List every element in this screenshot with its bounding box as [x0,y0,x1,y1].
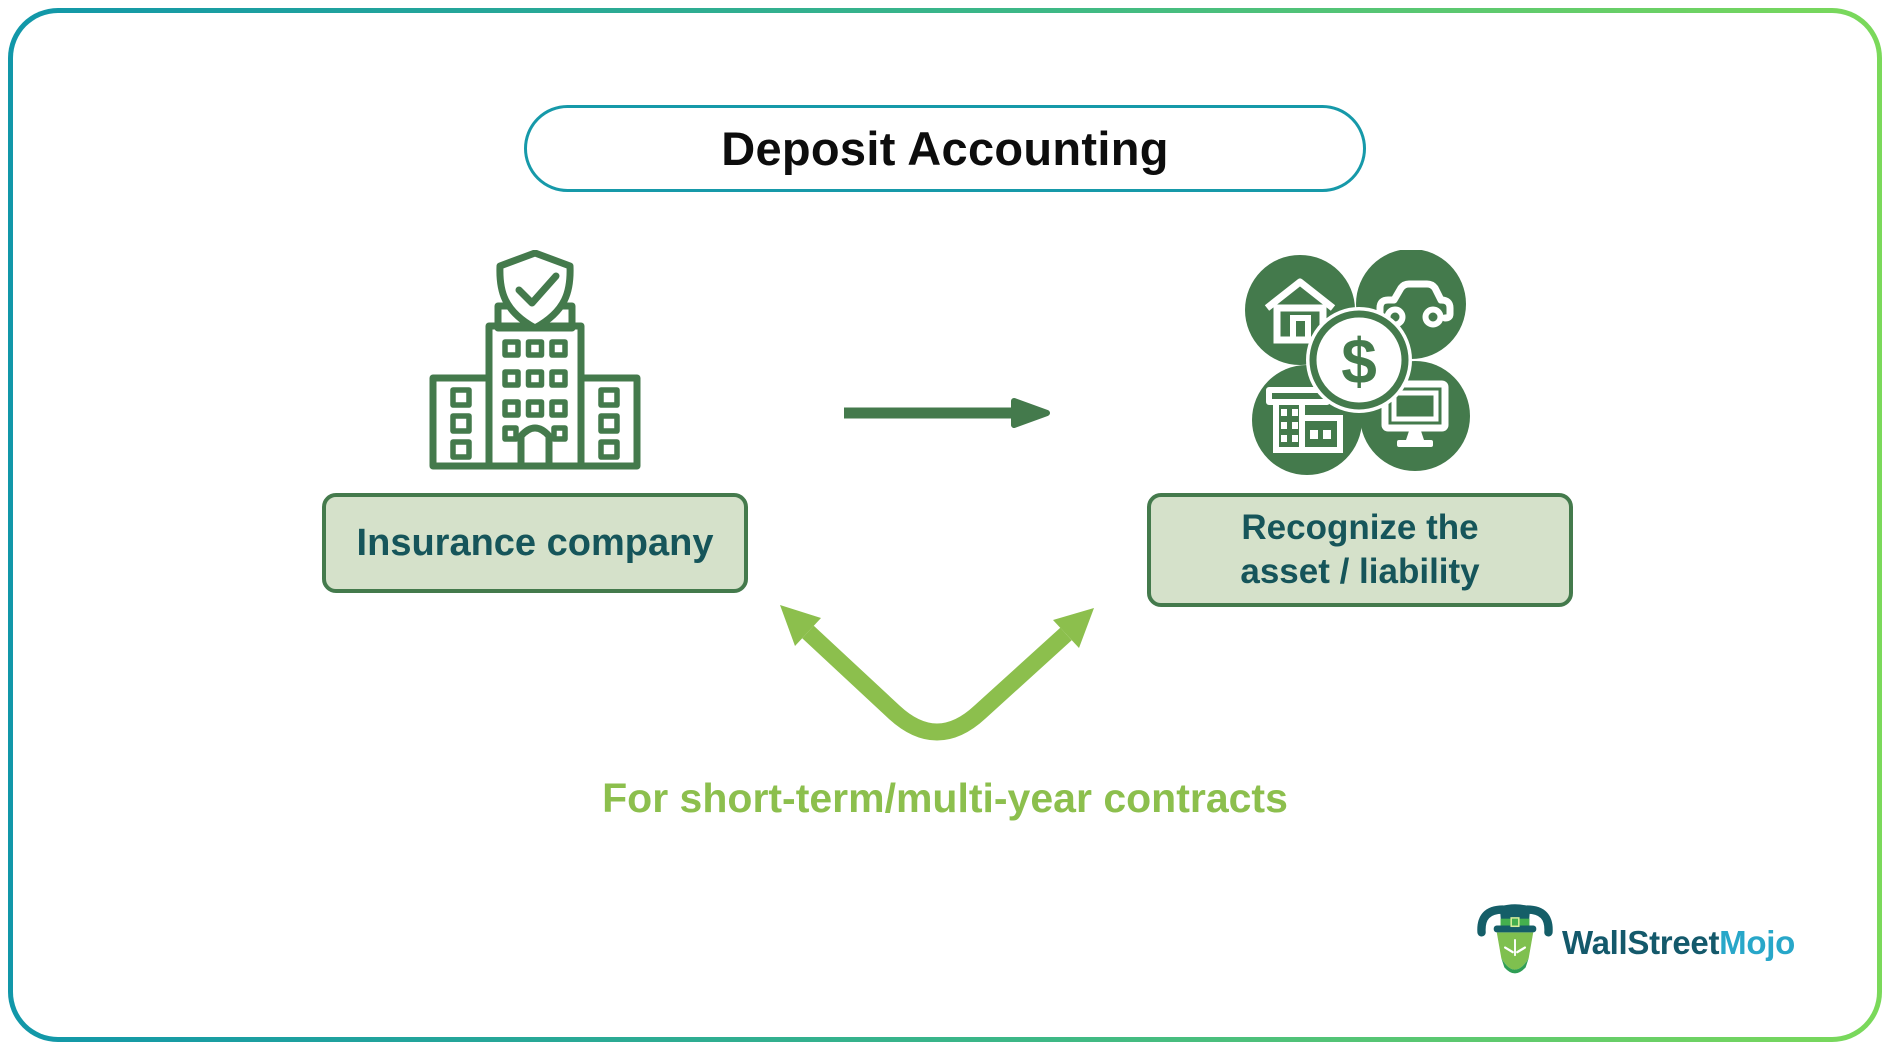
flow-arrow-icon [844,398,1050,428]
wallstreetmojo-logo: WallStreetMojo [1477,897,1795,989]
dollar-coin-icon: $ [1306,307,1412,413]
recognize-label-line1: Recognize the [1241,507,1479,547]
title-banner: Deposit Accounting [524,105,1366,192]
wing-windows [450,387,620,460]
contracts-caption: For short-term/multi-year contracts [602,775,1288,821]
logo-text-wallstreet: WallStreet [1562,924,1720,961]
bull-mascot-icon [1477,904,1553,974]
logo-wordmark: WallStreetMojo [1562,924,1795,962]
recognize-asset-liability-box: Recognize the asset / liability [1147,493,1573,607]
insurance-company-box: Insurance company [322,493,748,593]
insurance-company-label: Insurance company [356,521,714,564]
tower-windows [502,339,568,442]
double-headed-v-arrow-icon [780,605,1094,741]
logo-text-mojo: Mojo [1719,924,1795,961]
dollar-symbol: $ [1341,325,1377,397]
page-title: Deposit Accounting [721,122,1169,175]
recognize-label-line2: asset / liability [1240,552,1480,591]
insured-assets-icon-group: $ [1245,250,1470,475]
door-arch [517,424,553,466]
shield-check-icon [496,250,574,332]
insurance-building-icon [429,250,641,470]
